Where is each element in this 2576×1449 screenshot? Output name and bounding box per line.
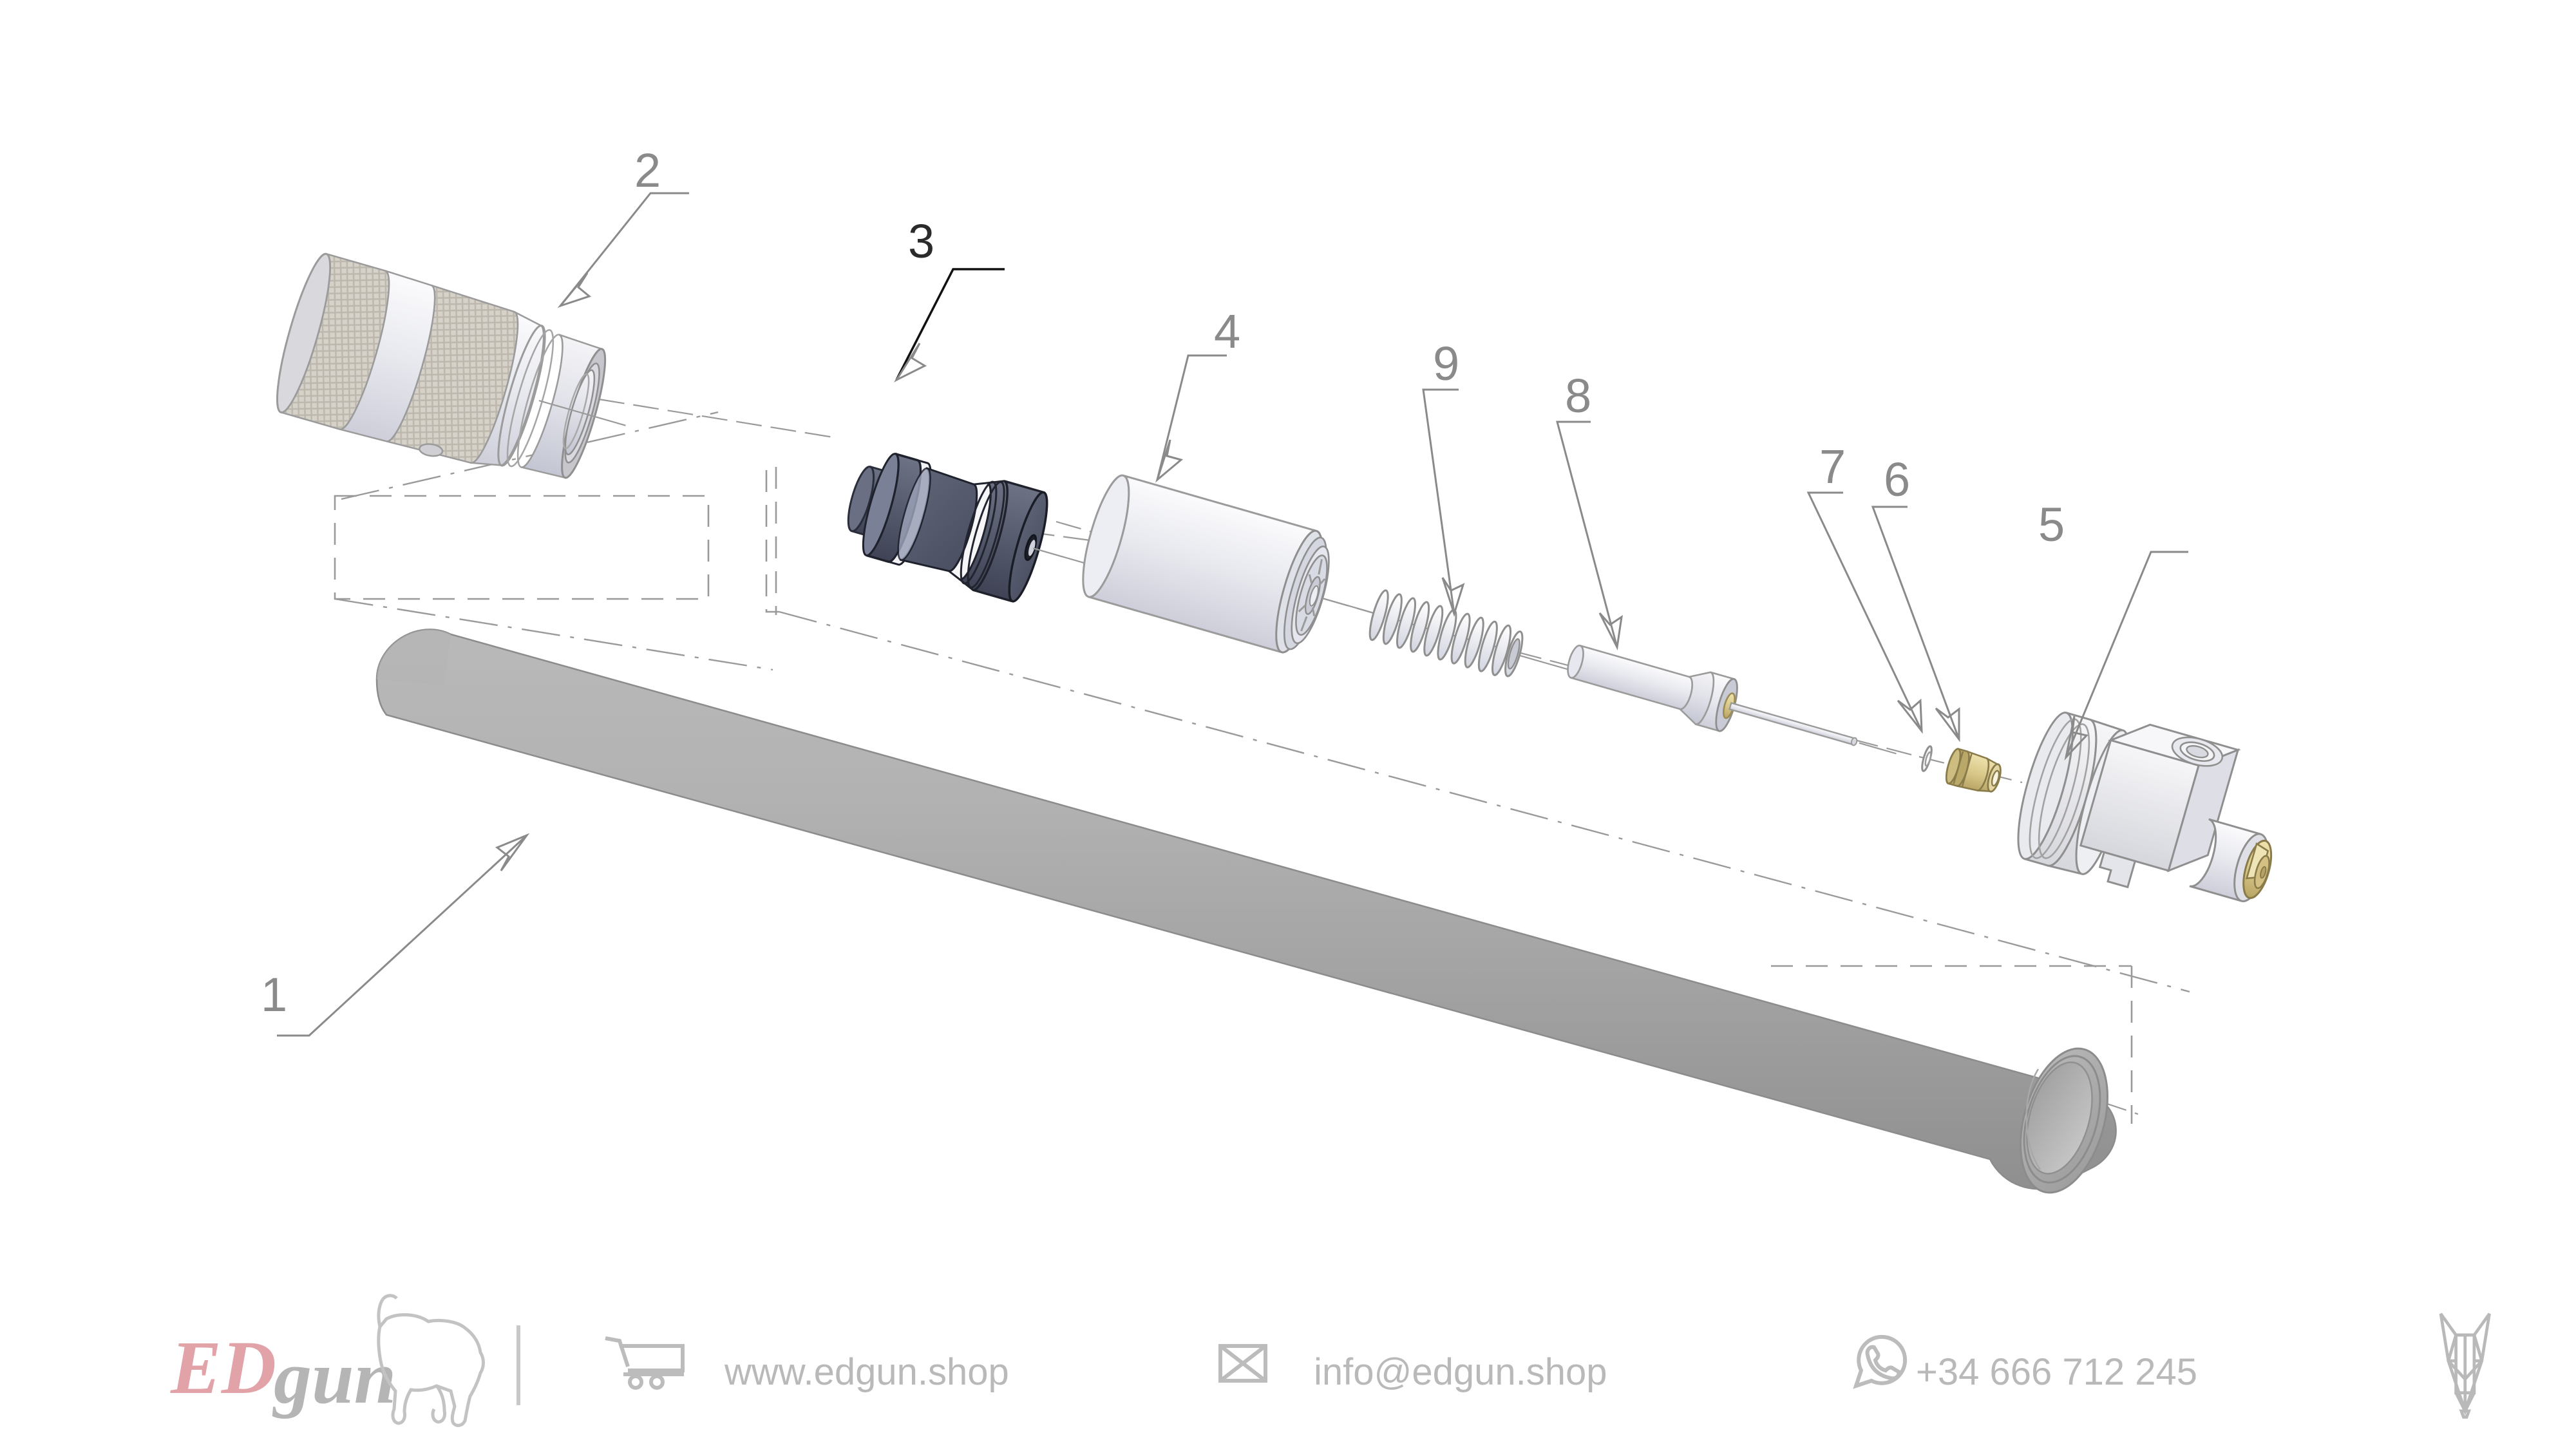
footer-item-phone[interactable]: +34 666 712 245: [1853, 1334, 2197, 1393]
footer-item-email[interactable]: info@edgun.shop: [1218, 1344, 1607, 1393]
phone-label: +34 666 712 245: [1916, 1351, 2197, 1393]
leader-3: [893, 268, 1005, 383]
part-6-brass-bushing: [1945, 748, 2002, 793]
assembly-guide-boxes: [334, 411, 2190, 1124]
edgun-logo[interactable]: ED gun: [170, 1294, 485, 1427]
part-3-valve-spool-baffle: [847, 453, 1102, 603]
callout-number-9: 9: [1433, 337, 1459, 390]
leader-1: [277, 833, 530, 1037]
callout-number-2: 2: [634, 144, 661, 197]
leader-4: [1155, 354, 1227, 483]
website-label: www.edgun.shop: [724, 1351, 1009, 1393]
shopping-cart-icon: [605, 1336, 685, 1390]
dog-icon: [377, 1294, 485, 1427]
leader-9: [1422, 388, 1465, 617]
callout-number-4: 4: [1214, 305, 1240, 358]
callout-number-3: 3: [908, 214, 934, 268]
whatsapp-icon: [1853, 1334, 1908, 1389]
footer-item-website[interactable]: www.edgun.shop: [605, 1336, 1009, 1393]
part-4-inner-sleeve-cylinder: [1082, 474, 1379, 654]
leader-8: [1556, 421, 1623, 650]
email-label: info@edgun.shop: [1314, 1351, 1607, 1393]
part-9-valve-spring: [1368, 589, 1570, 677]
edgun-logo-prefix: ED: [170, 1325, 276, 1410]
part-5-valve-body-block: [2017, 712, 2273, 902]
callout-number-7: 7: [1819, 440, 1846, 493]
leader-5: [2064, 551, 2188, 761]
part-7-sealing-washer: [1921, 745, 1933, 772]
wolf-head-icon: [2439, 1312, 2491, 1419]
leader-2: [557, 192, 689, 308]
part-1-main-reservoir-tube: [375, 629, 2117, 1194]
callout-number-6: 6: [1884, 453, 1910, 506]
part-2-knurled-end-cap: [276, 252, 626, 479]
leader-7: [1806, 491, 1923, 734]
callout-number-1: 1: [261, 968, 287, 1021]
envelope-icon: [1218, 1344, 1267, 1383]
leader-6: [1871, 506, 1960, 743]
callout-number-5: 5: [2038, 498, 2065, 551]
callout-leaders: [277, 192, 2188, 1037]
edgun-logo-suffix: gun: [272, 1335, 396, 1419]
part-8-valve-stem-hammer: [1567, 645, 1897, 755]
callout-number-8: 8: [1565, 369, 1591, 422]
